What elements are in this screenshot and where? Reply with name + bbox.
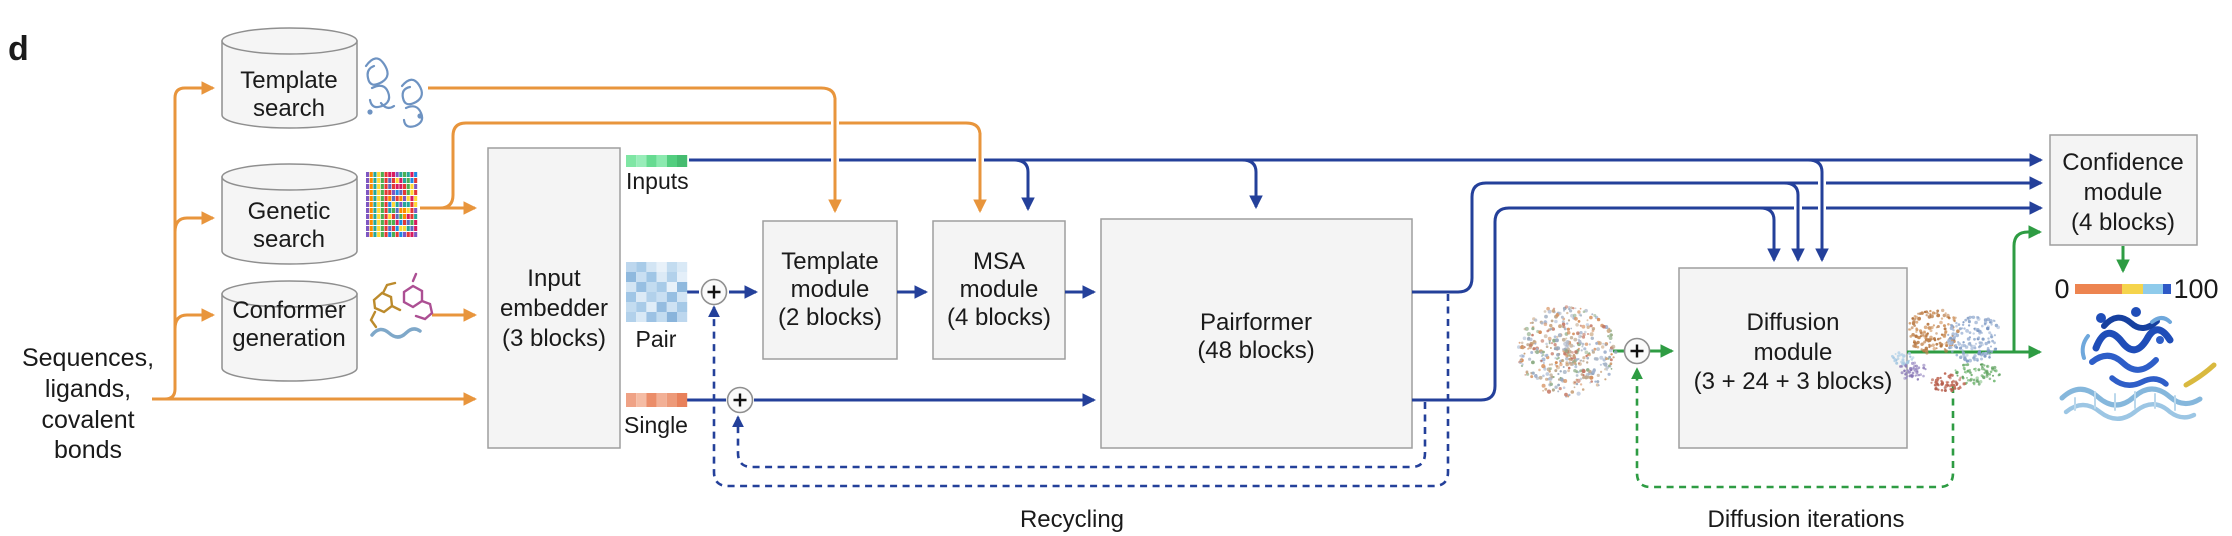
confidence-module-box: [2049, 134, 2198, 246]
template-module-label: (2 blocks): [778, 304, 882, 331]
conformer-generation-db: [221, 280, 358, 382]
structure-to-confidence: [2012, 225, 2043, 352]
crossover-verticals: [828, 98, 1829, 263]
final-structure-icon: [2059, 307, 2217, 421]
diffusion-add-node: [1623, 337, 1651, 365]
msa-module-label: module: [960, 276, 1039, 303]
genetic-search-label: search: [253, 226, 325, 253]
confidence-module-label: module: [2084, 179, 2163, 206]
noise-cloud-icon: [1517, 305, 1618, 398]
conformer-ligands-icon: [369, 272, 434, 339]
scale-max-label: 100: [2173, 274, 2218, 304]
pairformer-label: (48 blocks): [1197, 337, 1314, 364]
single-to-diffusion-branch: [1759, 206, 1781, 263]
add-nodes: [700, 278, 1651, 414]
input-embedder-box: [487, 147, 621, 449]
confidence-scale-labels: 0 100: [2054, 274, 2218, 304]
template-search-label: search: [253, 95, 325, 122]
genetic-to-msa-module: [439, 121, 982, 210]
genetic-search-label: Genetic: [248, 198, 331, 225]
green-structure-lines: [1613, 225, 2130, 359]
template-module-label: Template: [781, 248, 878, 275]
pair-recycling-loop: [708, 294, 1450, 488]
template-module-box: [762, 220, 898, 360]
msa-module-box: [932, 220, 1066, 360]
inputs-matrix: [626, 155, 688, 167]
msa-alignment-thumbnail: [366, 172, 418, 237]
single-rep-output-line: [1412, 201, 2044, 402]
cylinder-labels: Template search Genetic search Conformer…: [232, 67, 345, 352]
recycling-loops: [708, 294, 1450, 488]
module-labels: Input embedder (3 blocks) Template modul…: [500, 149, 2184, 395]
inputs-to-msa-branch: [1013, 158, 1035, 212]
pair-rep-label: Pair: [636, 326, 677, 352]
msa-module-label: MSA: [973, 248, 1025, 275]
input-text-line: ligands,: [45, 375, 131, 403]
confidence-module-label: Confidence: [2062, 149, 2183, 176]
pair-to-diffusion-branch: [1783, 181, 1805, 263]
orange-input-lines: [152, 81, 982, 406]
confidence-module-label: (4 blocks): [2071, 209, 2175, 236]
template-structures-icon: [364, 57, 424, 128]
msa-module-label: (4 blocks): [947, 304, 1051, 331]
diffusion-iterations-label: Diffusion iterations: [1708, 506, 1905, 533]
input-embedder-label: (3 blocks): [502, 325, 606, 352]
diffusion-iteration-loop: [1631, 367, 1955, 489]
inputs-to-pairformer-branch: [1241, 158, 1263, 210]
diffusion-module-box: [1678, 267, 1908, 449]
module-boxes: [487, 134, 2198, 449]
inputs-to-diffusion-branch: [1807, 158, 1829, 263]
input-embedder-label: Input: [527, 265, 581, 292]
pair-rep-output-line: [1412, 176, 2044, 294]
trunk-to-genetic-search: [173, 211, 216, 233]
predicted-complex-icon: [1891, 308, 2001, 393]
single-recycling-loop: [732, 402, 1427, 469]
diffusion-module-label: (3 + 24 + 3 blocks): [1694, 368, 1893, 395]
single-rep-label: Single: [624, 412, 688, 438]
representation-labels: Inputs Pair Single: [624, 168, 689, 438]
diffusion-iterations-path: [1631, 367, 1955, 489]
template-search-out: [428, 86, 837, 101]
pairformer-label: Pairformer: [1200, 309, 1312, 336]
input-text-line: Sequences,: [22, 344, 154, 372]
pair-matrix: [626, 262, 688, 322]
diffusion-module-label: Diffusion: [1747, 309, 1840, 336]
recycling-label: Recycling: [1020, 506, 1124, 533]
trunk-to-template-search: [164, 81, 216, 401]
template-search-db: [221, 27, 358, 129]
input-text-line: covalent: [41, 406, 134, 434]
database-cylinders: [221, 27, 358, 382]
scale-min-label: 0: [2054, 274, 2069, 304]
template-module-label: module: [791, 276, 870, 303]
single-add-node: [726, 386, 754, 414]
genetic-search-db: [221, 163, 358, 265]
template-search-label: Template: [240, 67, 337, 94]
inputs-rep-label: Inputs: [626, 168, 689, 194]
sequences-input-label: Sequences, ligands, covalent bonds: [22, 344, 154, 464]
input-text-line: bonds: [54, 436, 122, 464]
pairformer-box: [1100, 218, 1413, 449]
pair-add-node: [700, 278, 728, 306]
figure-panel-label: d: [8, 30, 29, 68]
diffusion-module-label: module: [1754, 339, 1833, 366]
confidence-scale-bar: [2075, 284, 2171, 294]
conformer-generation-label: Conformer: [232, 297, 345, 324]
trunk-to-conformer: [173, 308, 216, 330]
conformer-generation-label: generation: [232, 325, 345, 352]
input-embedder-label: embedder: [500, 295, 608, 322]
single-matrix: [626, 393, 688, 407]
